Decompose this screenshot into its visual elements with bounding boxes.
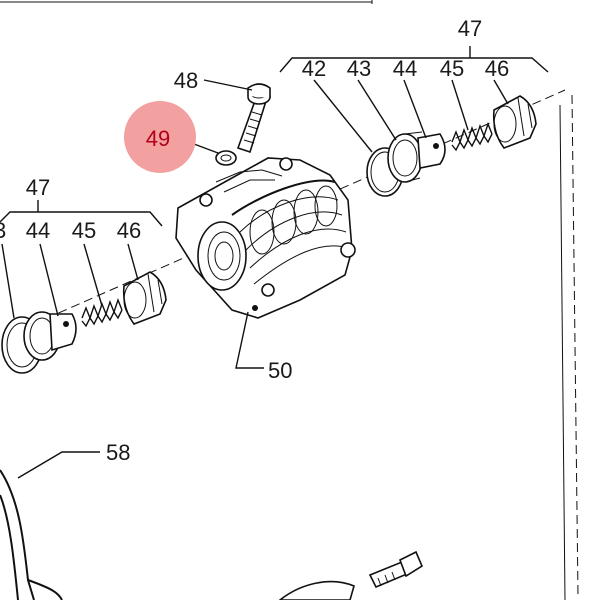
pump-body <box>175 157 356 319</box>
label-45-left: 45 <box>72 218 96 243</box>
leader-44-right <box>403 79 427 139</box>
label-45-right: 45 <box>440 56 464 81</box>
right-valve-assembly <box>366 95 537 197</box>
leader-50 <box>235 311 264 369</box>
label-46-right: 46 <box>485 56 509 81</box>
leader-42-right <box>313 79 373 153</box>
leader-43-left <box>1 243 15 319</box>
right-frame-line-inner <box>559 104 566 600</box>
leader-46-right <box>493 79 509 105</box>
highlight-circle-49 <box>124 101 196 173</box>
right-frame-line-outer <box>571 94 579 596</box>
bottom-fitting <box>278 550 424 600</box>
bracket-left <box>0 211 163 227</box>
leader-46-left <box>127 243 139 281</box>
leader-44-left <box>39 243 59 317</box>
bracket-right <box>279 57 549 73</box>
leader-45-left <box>83 243 103 307</box>
valve-44-left <box>49 313 77 352</box>
label-46-left: 46 <box>117 218 141 243</box>
leader-58 <box>17 451 100 479</box>
hose-part <box>0 469 63 600</box>
leader-48 <box>203 79 253 91</box>
label-43-left: 43 <box>0 218 6 243</box>
spring-45-right <box>451 121 493 145</box>
valve-44-right <box>417 133 446 169</box>
leader-43-right <box>357 79 397 141</box>
label-47-right: 47 <box>458 16 482 41</box>
label-49: 49 <box>146 126 170 151</box>
label-42-right: 42 <box>302 56 326 81</box>
label-43-right: 43 <box>347 56 371 81</box>
label-58: 58 <box>106 440 130 465</box>
label-48: 48 <box>174 68 198 93</box>
label-44-right: 44 <box>393 56 417 81</box>
label-50: 50 <box>268 358 292 383</box>
leader-45-right <box>451 79 469 131</box>
label-47-left: 47 <box>26 175 50 200</box>
left-valve-assembly <box>1 271 167 374</box>
washer-part <box>215 150 237 166</box>
bolt-part <box>236 83 271 154</box>
label-44-left: 44 <box>26 218 50 243</box>
